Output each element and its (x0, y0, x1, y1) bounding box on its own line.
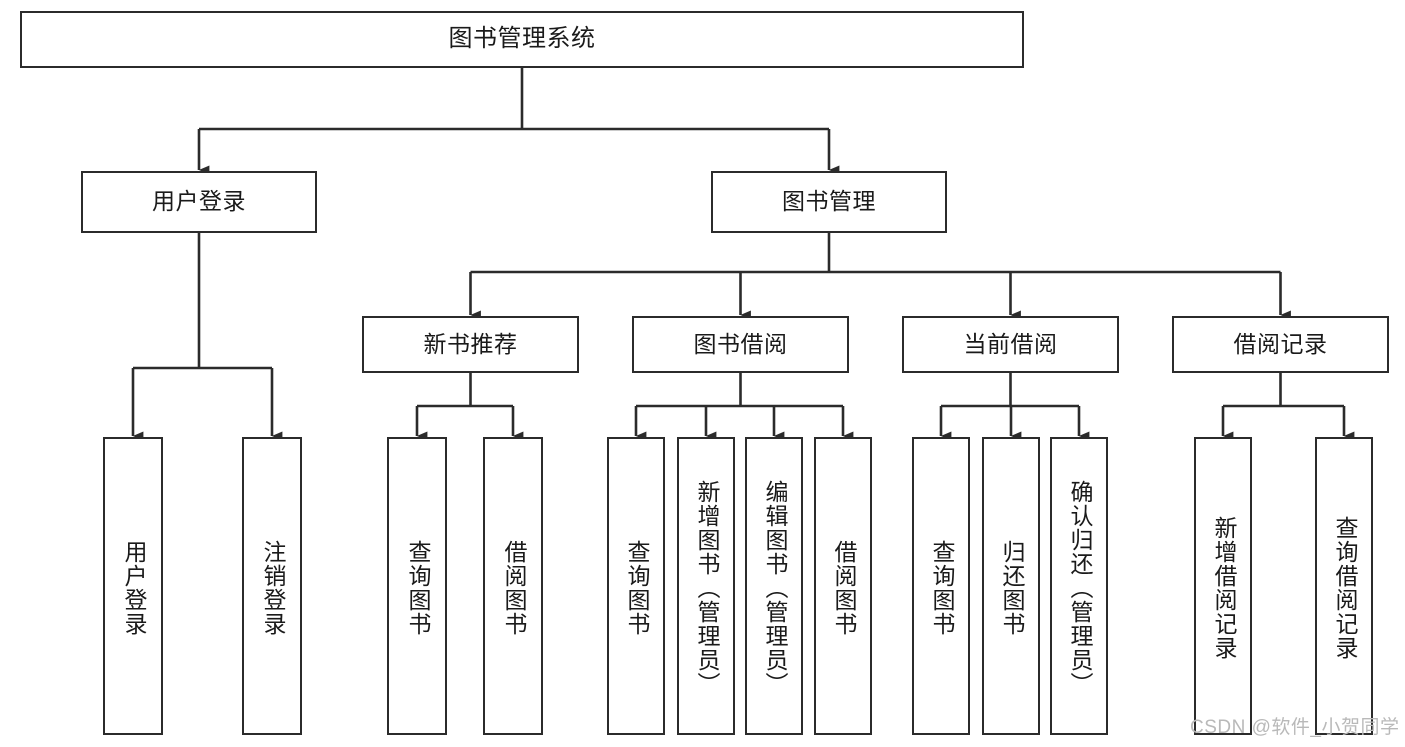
node-user-login[interactable]: 用户登录 (81, 171, 317, 233)
node-leaf-query-record[interactable]: 查询借阅记录 (1315, 437, 1373, 735)
node-label: 确认归还（管理员） (1066, 480, 1093, 696)
node-label: 查询图书 (623, 540, 650, 636)
connector-lines (131, 68, 1355, 441)
node-label: 查询借阅记录 (1331, 516, 1358, 660)
node-label: 当前借阅 (963, 330, 1058, 357)
node-label: 查询图书 (928, 540, 955, 636)
node-leaf-add-book[interactable]: 新增图书（管理员） (677, 437, 735, 735)
node-leaf-logout[interactable]: 注销登录 (242, 437, 302, 735)
node-leaf-add-record[interactable]: 新增借阅记录 (1194, 437, 1252, 735)
node-leaf-return-book[interactable]: 归还图书 (982, 437, 1040, 735)
node-label: 图书借阅 (693, 330, 788, 357)
node-leaf-user-login[interactable]: 用户登录 (103, 437, 163, 735)
node-leaf-query-book-1[interactable]: 查询图书 (387, 437, 447, 735)
node-book-management[interactable]: 图书管理 (711, 171, 947, 233)
node-leaf-query-book-2[interactable]: 查询图书 (607, 437, 665, 735)
node-borrow-record[interactable]: 借阅记录 (1172, 316, 1389, 373)
node-label: 借阅图书 (830, 540, 857, 636)
node-label: 用户登录 (152, 188, 246, 215)
node-book-borrow[interactable]: 图书借阅 (632, 316, 849, 373)
node-label: 新书推荐 (423, 330, 518, 357)
node-label: 用户登录 (120, 540, 147, 636)
node-label: 图书管理 (782, 188, 876, 215)
node-root[interactable]: 图书管理系统 (20, 11, 1024, 68)
node-leaf-borrow-book-2[interactable]: 借阅图书 (814, 437, 872, 735)
node-leaf-borrow-book-1[interactable]: 借阅图书 (483, 437, 543, 735)
node-label: 新增图书（管理员） (693, 480, 720, 696)
node-label: 借阅记录 (1233, 330, 1328, 357)
node-label: 查询图书 (404, 540, 431, 636)
node-label: 借阅图书 (500, 540, 527, 636)
node-label: 图书管理系统 (448, 25, 596, 53)
node-label: 编辑图书（管理员） (761, 480, 788, 696)
node-current-borrow[interactable]: 当前借阅 (902, 316, 1119, 373)
node-leaf-confirm-return[interactable]: 确认归还（管理员） (1050, 437, 1108, 735)
node-new-book-recommend[interactable]: 新书推荐 (362, 316, 579, 373)
node-leaf-query-book-3[interactable]: 查询图书 (912, 437, 970, 735)
node-label: 新增借阅记录 (1210, 516, 1237, 660)
node-label: 归还图书 (998, 540, 1025, 636)
node-label: 注销登录 (259, 540, 286, 636)
node-leaf-edit-book[interactable]: 编辑图书（管理员） (745, 437, 803, 735)
